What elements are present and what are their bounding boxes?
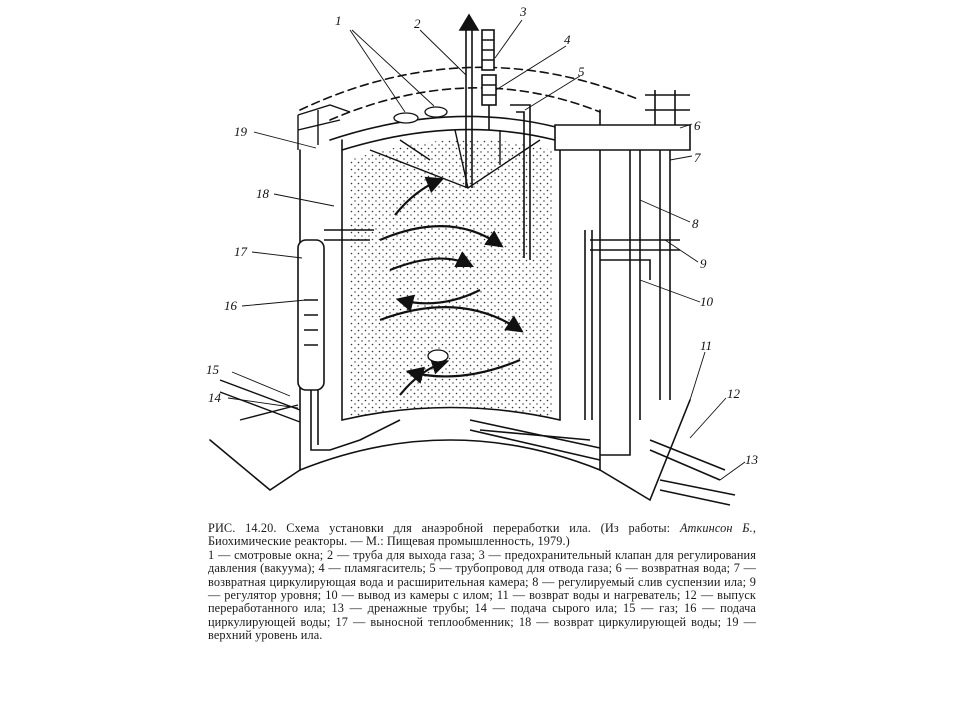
callout-12: 12 (727, 386, 741, 401)
callout-3: 3 (519, 4, 527, 19)
raw-sludge-feed (219, 379, 301, 423)
caption-source: Биохимические реакторы. — М.: Пищевая пр… (208, 534, 570, 549)
figure-caption: РИС. 14.20. Схема установки для анаэробн… (208, 521, 756, 643)
callout-15: 15 (206, 362, 220, 377)
caption-legend: 1 — смотровые окна; 2 — труба для выхода… (208, 547, 756, 643)
flow-arrow (394, 176, 445, 216)
callout-10: 10 (700, 294, 714, 309)
callout-9: 9 (700, 256, 707, 271)
callout-7: 7 (694, 150, 701, 165)
callout-8: 8 (692, 216, 699, 231)
callout-11: 11 (700, 338, 712, 353)
anaerobic-digester-diagram: 1 2 3 4 5 6 7 8 9 10 11 12 13 14 15 16 1… (206, 4, 759, 506)
callout-17: 17 (234, 244, 248, 259)
drain-pipe (649, 439, 726, 481)
viewing-window (393, 112, 419, 124)
callout-1: 1 (335, 13, 342, 28)
callout-2: 2 (414, 16, 421, 31)
gas-discharge-pipe (510, 104, 531, 260)
gas-outlet-pipe (465, 20, 473, 188)
flame-arrester (481, 74, 497, 106)
callout-6: 6 (694, 118, 701, 133)
dome-outline (299, 66, 641, 111)
callout-5: 5 (578, 64, 585, 79)
caption-source-author: Аткинсон Б., (679, 521, 756, 535)
callout-16: 16 (224, 298, 238, 313)
callout-19: 19 (234, 124, 248, 139)
caption-title: РИС. 14.20. Схема установки для анаэробн… (208, 521, 671, 535)
callout-13: 13 (745, 452, 759, 467)
platform-railing (297, 104, 351, 150)
callout-18: 18 (256, 186, 270, 201)
callout-14: 14 (208, 390, 222, 405)
return-water-chamber (554, 124, 691, 151)
callout-4: 4 (564, 32, 571, 47)
